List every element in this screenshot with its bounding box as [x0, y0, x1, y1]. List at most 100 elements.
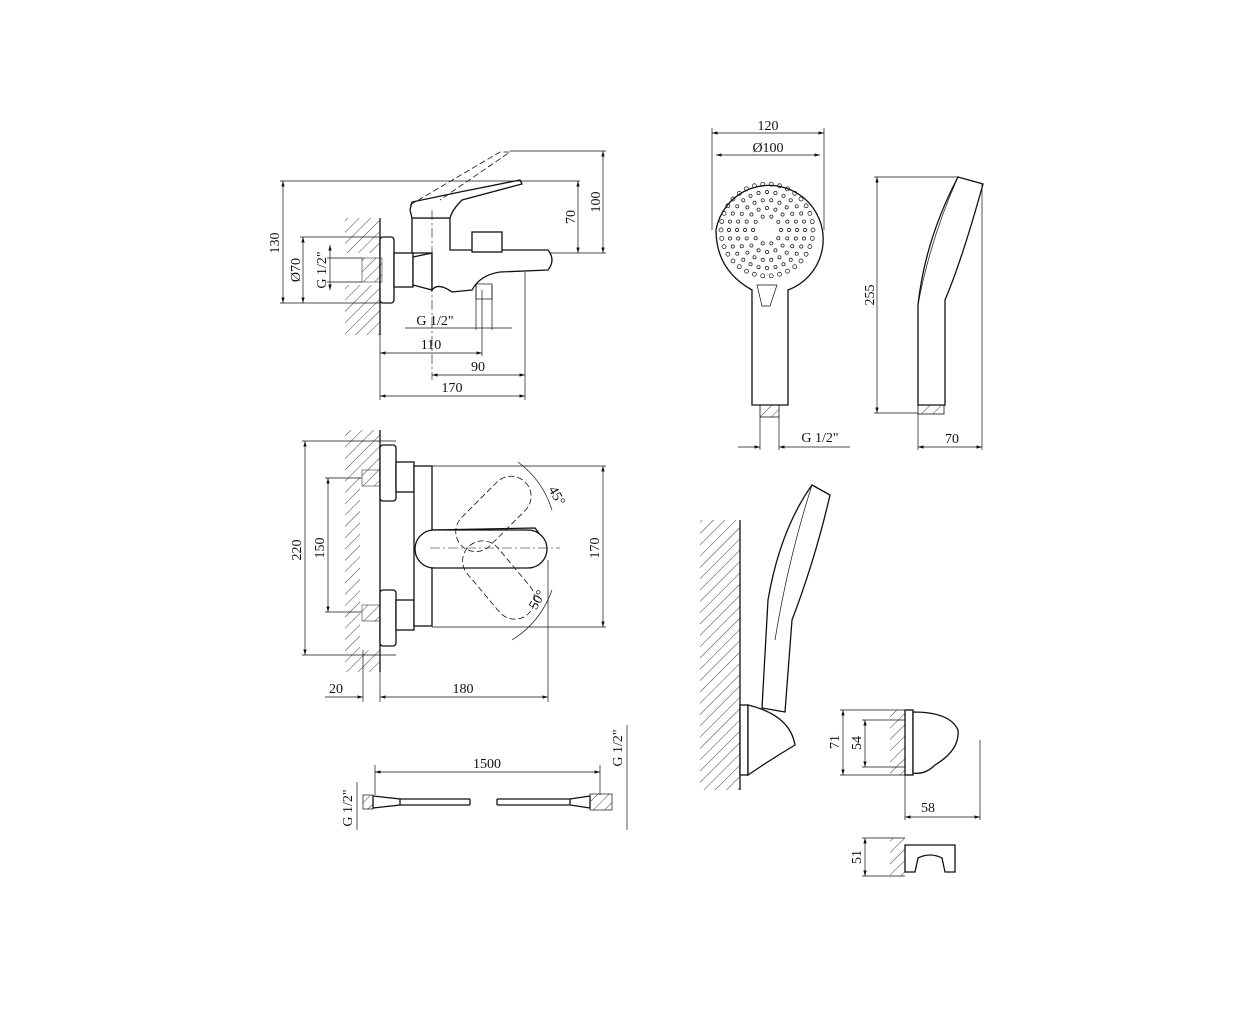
nozzle [769, 198, 774, 203]
wall-hatch [345, 285, 380, 335]
nozzle [790, 211, 795, 216]
nozzle [768, 181, 774, 187]
nozzle [768, 273, 774, 279]
nozzle [744, 268, 749, 274]
nozzle [744, 236, 749, 241]
nozzle [769, 214, 774, 219]
nozzle [739, 244, 744, 249]
nozzle [765, 206, 769, 210]
nozzle [753, 219, 758, 224]
nozzle [727, 228, 731, 232]
nozzle [730, 258, 736, 264]
nozzle [736, 264, 742, 270]
nozzle [799, 244, 804, 249]
nozzle [735, 228, 739, 232]
nozzle [803, 251, 809, 257]
nozzle [794, 251, 799, 256]
dim-shower-thread: G 1/2" [801, 431, 838, 446]
nozzle [784, 250, 789, 255]
nozzle [793, 236, 798, 241]
dim-220: 220 [290, 540, 305, 561]
dim-51: 51 [850, 850, 865, 864]
nozzle [749, 243, 754, 248]
nozzle [760, 257, 765, 262]
nozzle [760, 198, 765, 203]
nozzle [736, 236, 741, 241]
nozzle [735, 204, 740, 209]
dim-110: 110 [421, 338, 441, 353]
nozzle [756, 265, 761, 269]
nozzle [781, 262, 786, 267]
dim-inlet-thread: G 1/2" [315, 251, 330, 288]
wall-hatch [700, 520, 740, 790]
dim-90: 90 [471, 360, 485, 375]
nozzle [749, 212, 754, 217]
nozzle [739, 211, 744, 216]
dim-58: 58 [921, 801, 935, 816]
dim-angle-45: 45° [545, 484, 568, 508]
nozzle [779, 228, 783, 232]
dim-54: 54 [850, 736, 865, 750]
dim-170: 170 [442, 381, 463, 396]
nozzle [719, 219, 725, 224]
nozzle [769, 241, 774, 246]
nozzle [784, 205, 789, 210]
nozzle [736, 190, 742, 196]
nozzle [802, 219, 806, 224]
nozzle [748, 193, 753, 198]
nozzle [725, 251, 731, 257]
nozzle [807, 244, 813, 249]
nozzle [787, 228, 791, 232]
nozzle [809, 236, 815, 241]
nozzle [743, 228, 747, 232]
dim-hose-thread-right: G 1/2" [611, 729, 626, 766]
nozzle [725, 203, 731, 209]
nozzle [798, 258, 804, 264]
nozzle [744, 186, 749, 192]
nozzle [760, 273, 766, 279]
dim-dia-70: Ø70 [289, 258, 304, 282]
nozzle [718, 227, 724, 233]
nozzle [810, 227, 816, 233]
nozzle [741, 198, 746, 203]
dim-hose-thread-left: G 1/2" [341, 789, 356, 826]
nozzle [730, 211, 735, 216]
nozzle [777, 183, 782, 189]
dim-170-top: 170 [588, 538, 603, 559]
spray-nozzles [718, 181, 816, 279]
nozzle [807, 211, 813, 216]
holder-detail: 71 54 58 51 [828, 709, 981, 877]
nozzle [760, 181, 766, 187]
nozzle [730, 244, 735, 249]
nozzle [769, 257, 774, 262]
nozzle [785, 219, 790, 224]
nozzle [781, 193, 786, 198]
dim-depth-70: 70 [945, 432, 959, 447]
nozzle [773, 248, 778, 253]
nozzle [792, 190, 798, 196]
nozzle [748, 262, 753, 267]
nozzle [799, 211, 804, 216]
dim-130: 130 [268, 233, 283, 254]
nozzle [803, 228, 807, 232]
dim-71: 71 [828, 735, 843, 749]
nozzle [773, 265, 778, 269]
nozzle [790, 244, 795, 249]
dim-dia-100: Ø100 [752, 141, 783, 156]
hand-shower-front-view: 120 Ø100 G 1/2" [711, 119, 850, 450]
nozzle [780, 243, 785, 248]
dim-1500: 1500 [473, 757, 501, 772]
nozzle [735, 251, 740, 256]
wall-mounted-shower-view [700, 484, 831, 790]
nozzle [809, 219, 815, 224]
mixer-top-view: 45° 50° 220 150 170 20 180 [290, 430, 606, 702]
nozzle [780, 212, 785, 217]
nozzle [765, 190, 769, 194]
nozzle [794, 204, 799, 209]
nozzle [760, 241, 765, 246]
nozzle [752, 255, 757, 260]
dim-180: 180 [453, 682, 474, 697]
dim-20: 20 [329, 682, 343, 697]
nozzle [788, 198, 793, 203]
